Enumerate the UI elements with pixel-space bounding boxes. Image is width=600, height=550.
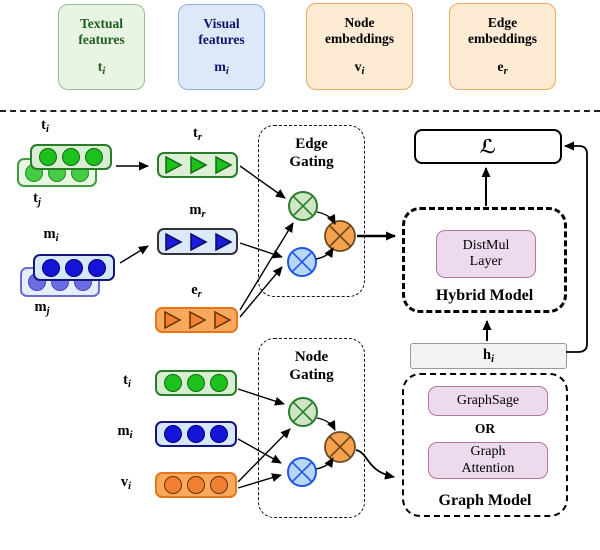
arrow-mstack-to-mr [119, 245, 149, 264]
feature-dot [210, 476, 228, 494]
vi-node-box [155, 472, 237, 498]
mi-feature-box [33, 254, 115, 281]
arrow-hidden-to-loss [564, 141, 588, 353]
triangle-glyph [188, 310, 207, 330]
graphsage-box: GraphSage [428, 386, 548, 416]
legend-symbol: vi [354, 60, 365, 77]
feature-dot [62, 148, 80, 166]
label-vi-node: vi [120, 474, 132, 492]
mr-vector-box [157, 228, 238, 255]
feature-dot [164, 476, 182, 494]
distmul-layer-box: DistMul Layer [436, 230, 536, 278]
legend-symbol: mi [214, 60, 229, 77]
feature-dot [210, 374, 228, 392]
triangle-glyph [214, 232, 233, 251]
feature-dot [42, 258, 60, 277]
feature-dot [187, 425, 205, 443]
ti-node-box [155, 370, 237, 396]
label-er: er [191, 282, 202, 300]
edge-gate-text-multiply-icon [288, 191, 318, 221]
label-tr: tr [193, 125, 202, 143]
triangle-glyph [164, 232, 183, 251]
feature-dot [85, 148, 103, 166]
tr-vector-box [157, 152, 238, 178]
graph-model-box: GraphSage OR Graph Attention Graph Model [402, 373, 568, 517]
label-tj-stack: tj [33, 190, 41, 208]
hybrid-model-box: DistMul Layer Hybrid Model [402, 207, 567, 313]
feature-dot [65, 258, 83, 277]
feature-dot [164, 374, 182, 392]
hybrid-model-label: Hybrid Model [435, 287, 534, 304]
dashed-separator [0, 110, 600, 112]
graph-model-label: Graph Model [438, 492, 532, 509]
legend-symbol: er [497, 60, 508, 77]
feature-dot [187, 476, 205, 494]
triangle-glyph [214, 155, 233, 175]
feature-dot [39, 148, 57, 166]
label-ti-node: ti [123, 372, 131, 390]
loss-box: ℒ [414, 129, 562, 164]
label-mj-stack: mj [34, 299, 50, 317]
triangle-glyph [189, 232, 208, 251]
node-gate-combine-icon [324, 431, 356, 463]
edge-gate-combine-icon [324, 220, 356, 252]
triangle-glyph [213, 310, 232, 330]
triangle-glyph [163, 310, 182, 330]
node-gate-visual-multiply-icon [287, 457, 317, 487]
legend-symbol: ti [97, 60, 106, 77]
node-gate-text-multiply-icon [288, 397, 318, 427]
mi-node-box [155, 421, 237, 447]
feature-dot [187, 374, 205, 392]
triangle-glyph [189, 155, 208, 175]
er-vector-box [155, 307, 238, 333]
label-mi-node: mi [117, 423, 133, 441]
edge-gate-visual-multiply-icon [287, 247, 317, 277]
feature-dot [210, 425, 228, 443]
or-label: OR [474, 421, 496, 436]
feature-dot [88, 258, 106, 277]
ti-feature-box [30, 144, 112, 170]
label-ti-stack: ti [41, 117, 49, 135]
label-mr: mr [189, 202, 206, 220]
loss-symbol: ℒ [479, 135, 497, 158]
feature-dot [164, 425, 182, 443]
triangle-glyph [164, 155, 183, 175]
label-mi-stack: mi [43, 226, 59, 244]
graph-attention-box: Graph Attention [428, 442, 548, 479]
hidden-state-box: hi [410, 343, 567, 369]
